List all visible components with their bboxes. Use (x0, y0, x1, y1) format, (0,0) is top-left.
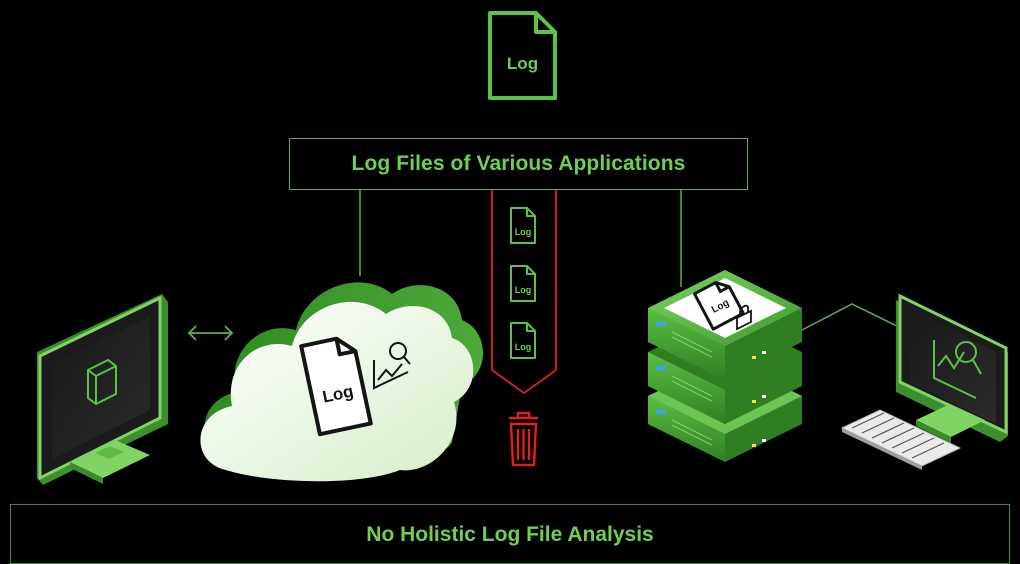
channel-log-label-2: Log (515, 285, 532, 295)
connector-lines (359, 190, 906, 331)
channel-log-file-2: Log (510, 265, 536, 302)
server-log-file-icon: Log (692, 281, 745, 331)
server-leds (656, 322, 766, 447)
conclusion-box: No Holistic Log File Analysis (10, 504, 1010, 564)
log-files-title: Log Files of Various Applications (351, 152, 686, 175)
bidirectional-arrow-icon (187, 325, 234, 341)
lock-icon (736, 304, 752, 331)
analytics-magnifier-icon (373, 342, 411, 390)
trash-icon (509, 411, 538, 467)
cloud-log-file-icon: Log (299, 336, 373, 437)
keyboard-icon (840, 409, 962, 470)
channel-log-label-1: Log (515, 227, 532, 237)
left-monitor (37, 294, 168, 485)
cube-icon (87, 358, 117, 406)
discard-channel: Log Log Log (491, 190, 557, 395)
cloud: Log (200, 282, 484, 482)
channel-log-label-3: Log (515, 342, 532, 352)
channel-log-file-1: Log (510, 207, 536, 244)
right-monitor (896, 293, 1008, 443)
top-log-icon: Log (488, 11, 557, 100)
analytics-magnifier-icon (933, 340, 982, 399)
server-stack: Log (648, 270, 802, 462)
conclusion-title: No Holistic Log File Analysis (366, 523, 654, 546)
top-log-label: Log (507, 54, 538, 73)
log-files-title-box: Log Files of Various Applications (289, 138, 748, 190)
channel-log-file-3: Log (510, 322, 536, 359)
